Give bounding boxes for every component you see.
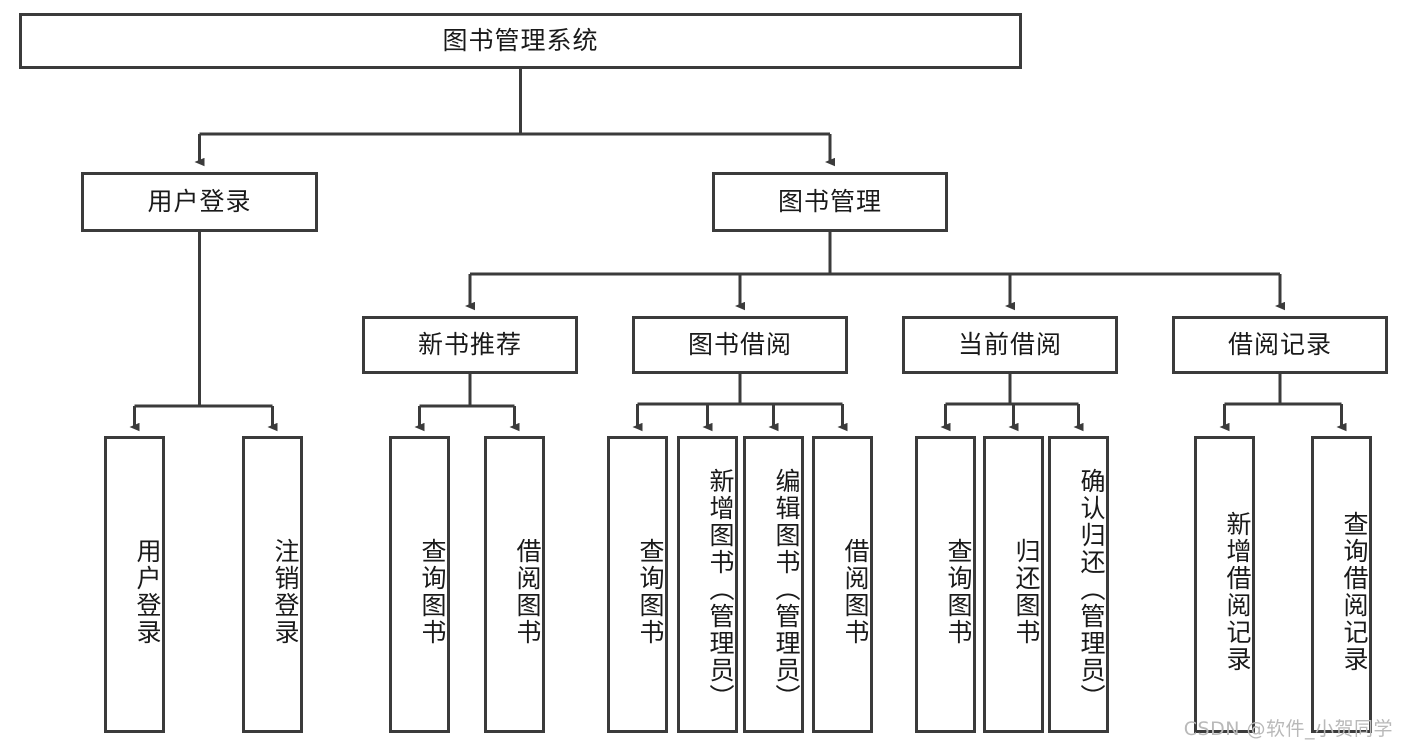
node-user-login[interactable]: 用户登录 [81, 172, 318, 232]
node-leaf-edit-book-admin[interactable]: 编辑图书（管理员） [743, 436, 804, 733]
node-leaf-query-books-borrow[interactable]: 查询图书 [607, 436, 668, 733]
node-leaf-logout[interactable]: 注销登录 [242, 436, 303, 733]
node-leaf-add-borrow-record[interactable]: 新增借阅记录 [1194, 436, 1255, 733]
node-leaf-borrow-books[interactable]: 借阅图书 [812, 436, 873, 733]
node-leaf-query-books-current[interactable]: 查询图书 [915, 436, 976, 733]
node-root-system[interactable]: 图书管理系统 [19, 13, 1022, 69]
node-current-borrowing[interactable]: 当前借阅 [902, 316, 1118, 374]
node-new-book-recommendation[interactable]: 新书推荐 [362, 316, 578, 374]
node-book-management[interactable]: 图书管理 [712, 172, 948, 232]
node-leaf-borrow-books-rec[interactable]: 借阅图书 [484, 436, 545, 733]
node-leaf-query-books-rec[interactable]: 查询图书 [389, 436, 450, 733]
node-leaf-confirm-return-admin[interactable]: 确认归还（管理员） [1048, 436, 1109, 733]
node-leaf-return-books[interactable]: 归还图书 [983, 436, 1044, 733]
node-leaf-add-book-admin[interactable]: 新增图书（管理员） [677, 436, 738, 733]
node-leaf-query-borrow-record[interactable]: 查询借阅记录 [1311, 436, 1372, 733]
node-leaf-user-login[interactable]: 用户登录 [104, 436, 165, 733]
node-book-borrowing[interactable]: 图书借阅 [632, 316, 848, 374]
node-borrowing-records[interactable]: 借阅记录 [1172, 316, 1388, 374]
watermark-text: CSDN @软件_小贺同学 [1183, 718, 1393, 740]
